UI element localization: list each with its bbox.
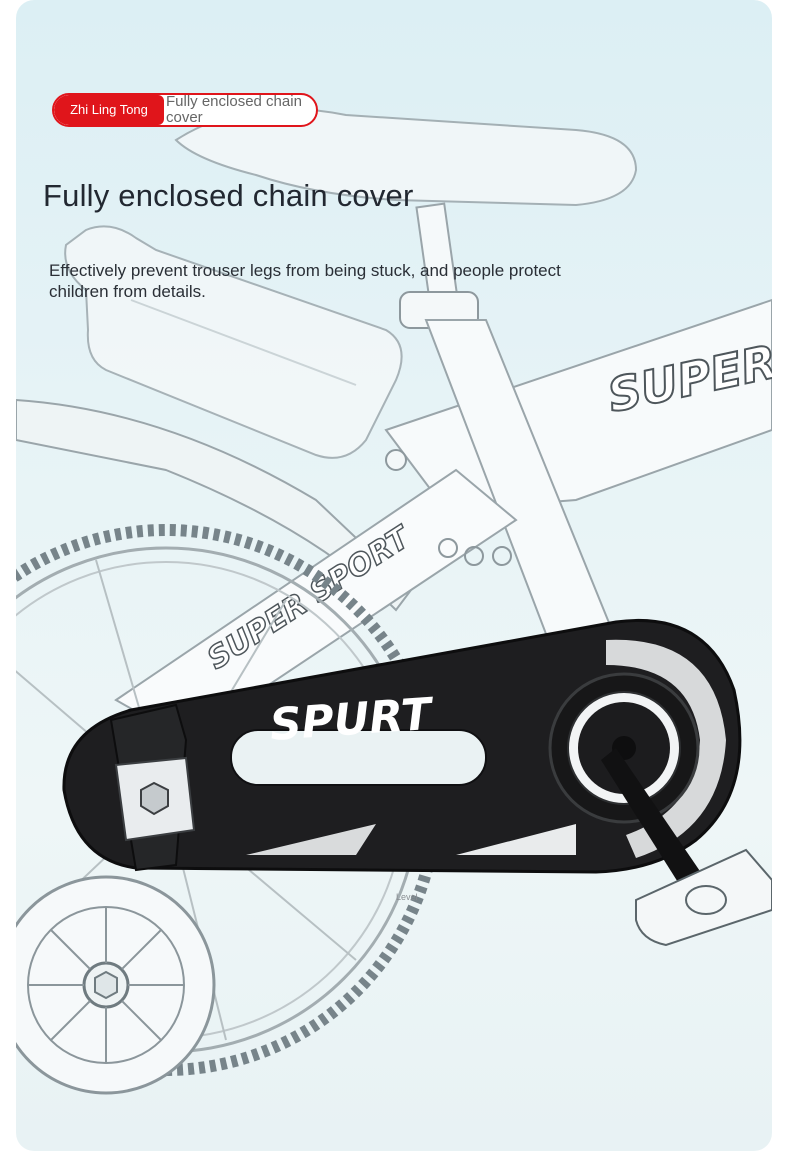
chain-cover: SPURT: [62, 618, 772, 947]
description: Effectively prevent trouser legs from be…: [49, 261, 561, 301]
brand-name: Zhi Ling Tong: [54, 95, 164, 125]
bike-illustration: SUPER SUPER SPORT: [16, 107, 772, 1095]
watermark: Level: [396, 892, 418, 902]
rear-fender: [16, 398, 413, 612]
headline: Fully enclosed chain cover: [43, 178, 414, 213]
product-image-card: SUPER SUPER SPORT: [16, 0, 772, 1151]
chain-cover-text: SPURT: [268, 689, 436, 751]
badge-label: Fully enclosed chain cover: [166, 93, 302, 126]
water-bottle: [64, 225, 403, 459]
brand-badge: Zhi Ling Tong Fully enclosed chain cover: [52, 93, 318, 127]
training-wheel: [16, 875, 216, 1095]
